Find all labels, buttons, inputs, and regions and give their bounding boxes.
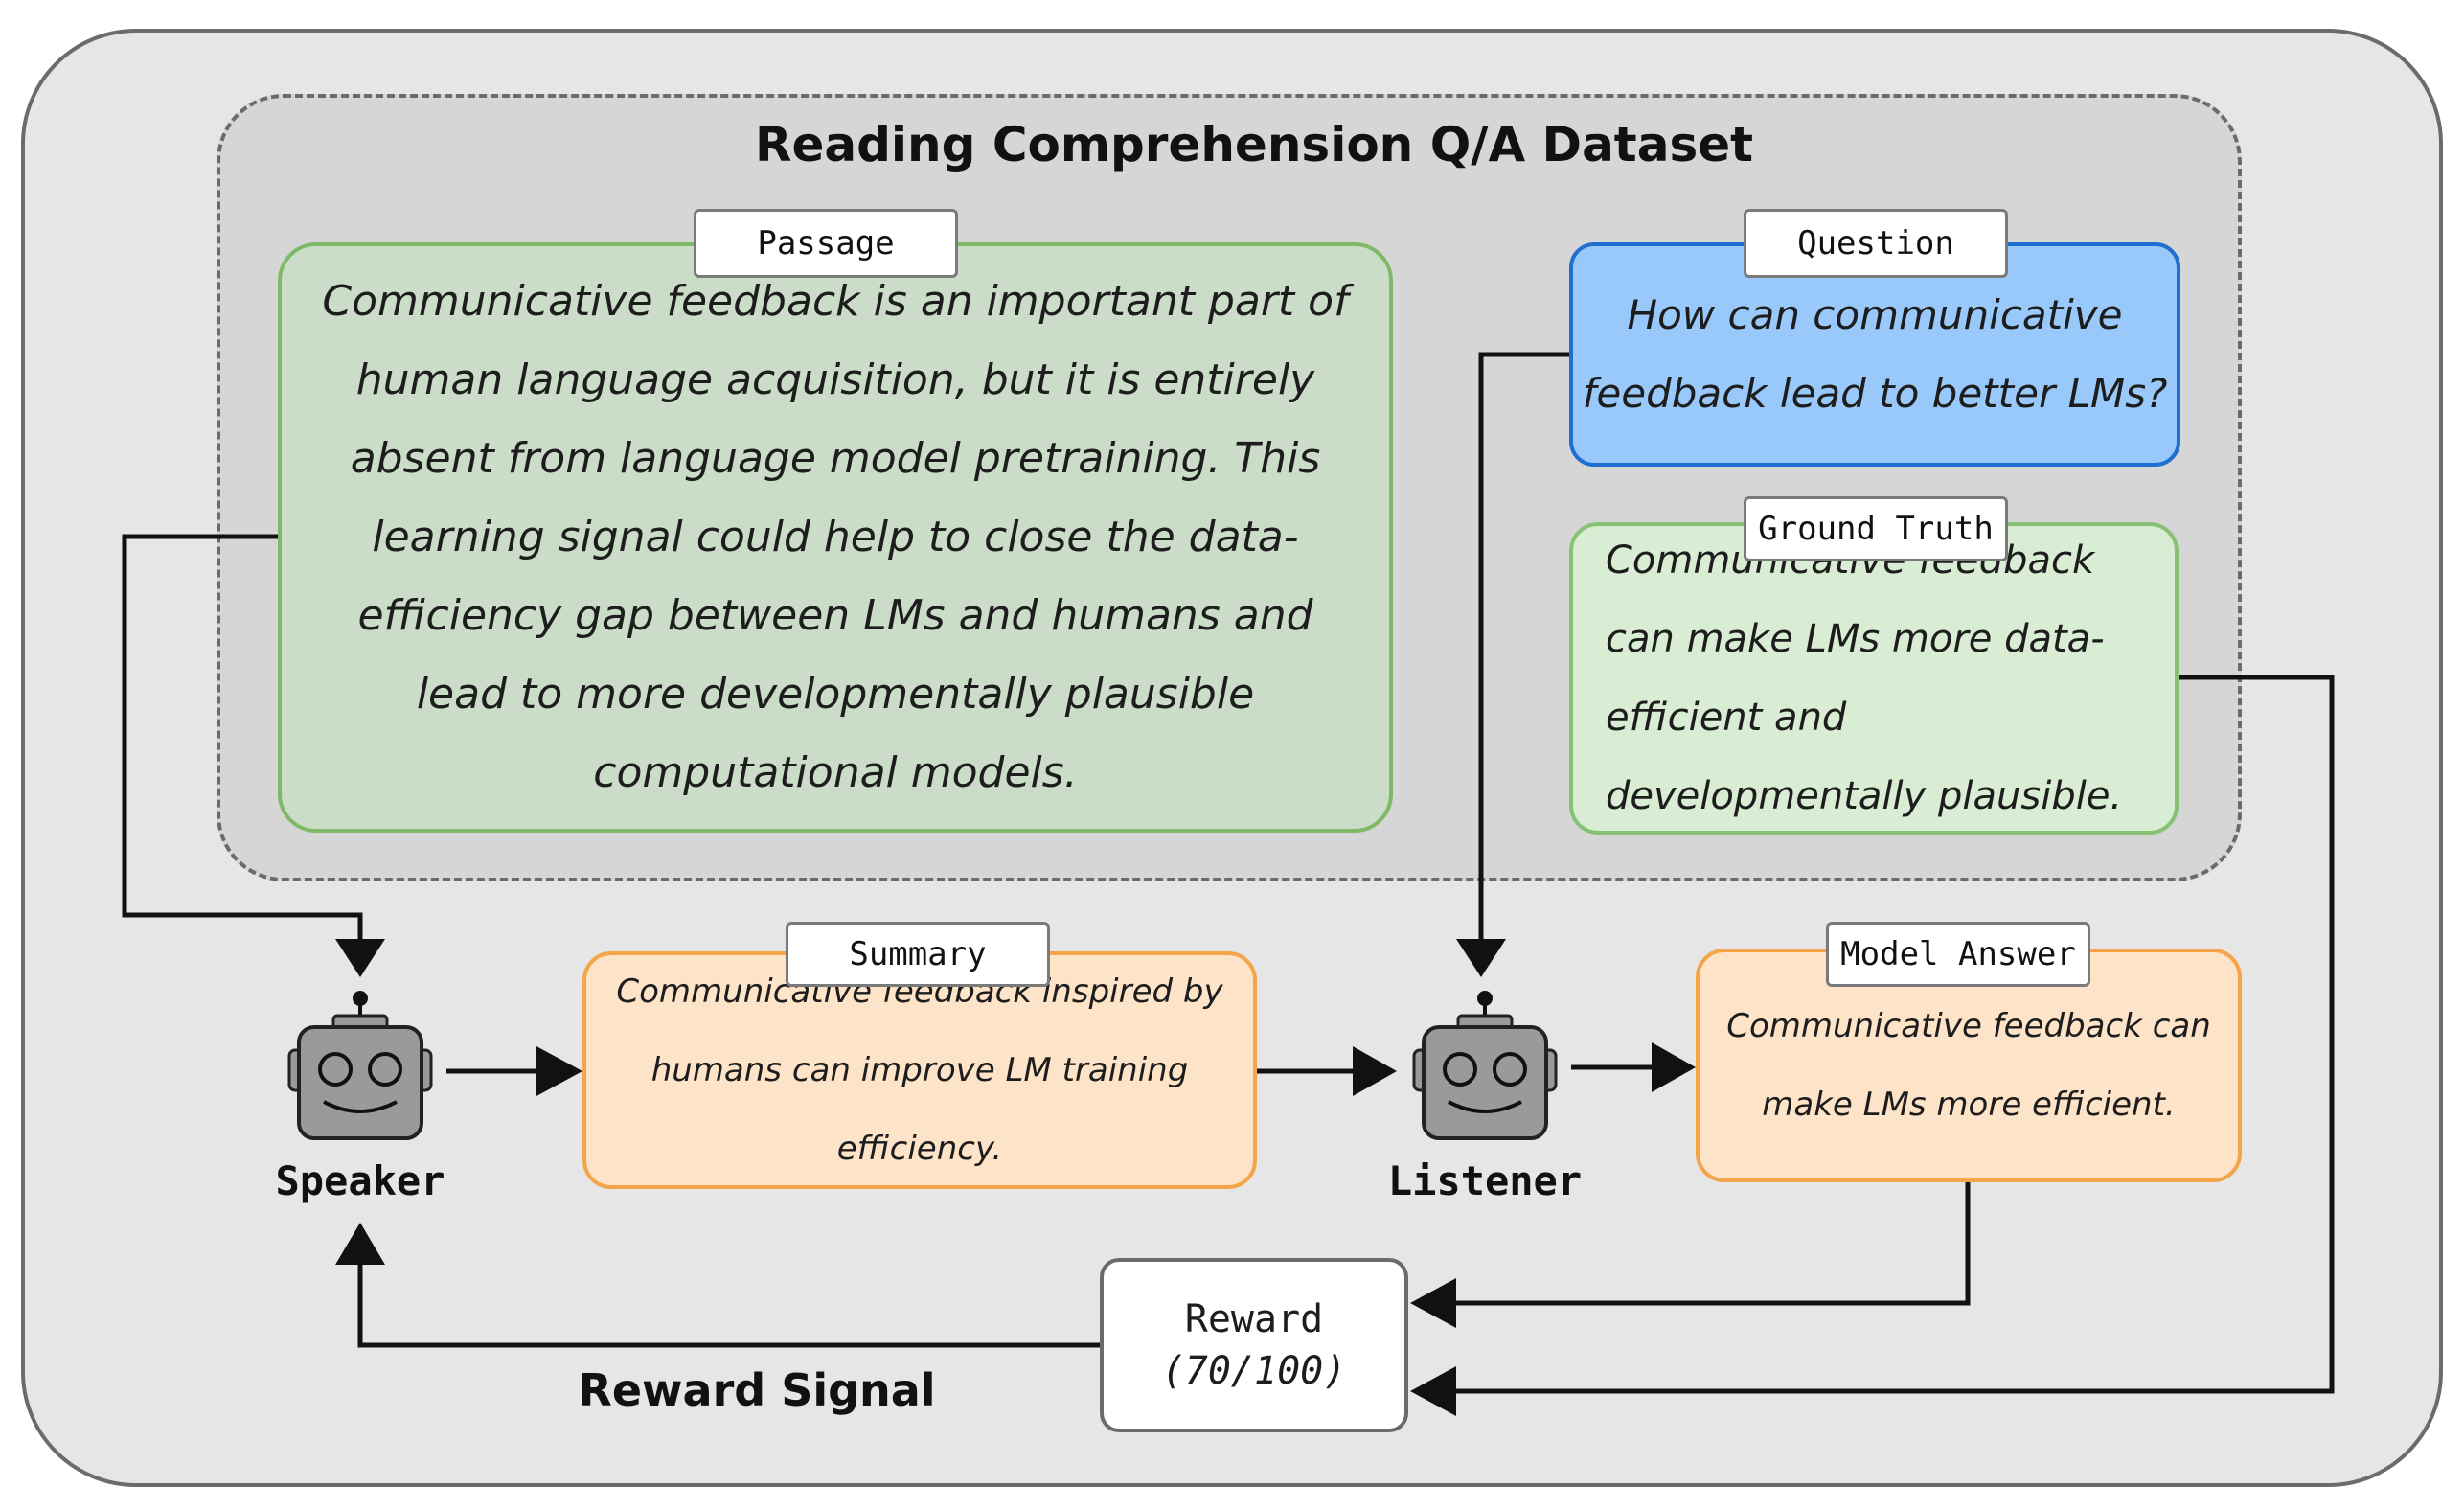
reward-score: (70/100) xyxy=(1161,1349,1347,1393)
reward-label: Reward xyxy=(1184,1297,1324,1341)
robot-icon xyxy=(287,991,433,1140)
reward-box: Reward (70/100) xyxy=(1100,1258,1408,1432)
listener-label: Listener xyxy=(1387,1157,1583,1204)
ground-truth-box: Communicative feedback can make LMs more… xyxy=(1569,522,2179,835)
arrowhead-reward-top xyxy=(1410,1278,1456,1328)
passage-tag: Passage xyxy=(694,209,958,278)
passage-to-speaker-line xyxy=(122,534,363,944)
passage-box: Communicative feedback is an important p… xyxy=(278,242,1393,833)
arrowhead-answer-in xyxy=(1652,1042,1696,1092)
arrowhead-listener-from-summary xyxy=(1353,1046,1397,1096)
arrowhead-speaker-in xyxy=(335,939,385,977)
ground-truth-tag: Ground Truth xyxy=(1744,496,2008,561)
reward-signal-line xyxy=(357,1263,1100,1348)
question-box: How can communicative feedback lead to b… xyxy=(1569,242,2180,467)
groundtruth-to-reward-line xyxy=(1447,675,2335,1394)
question-tag: Question xyxy=(1744,209,2008,278)
question-to-listener-line xyxy=(1478,352,1569,944)
summary-tag: Summary xyxy=(786,922,1050,987)
arrowhead-reward-bottom xyxy=(1410,1366,1456,1416)
answer-to-reward-line xyxy=(1447,1182,1971,1306)
dataset-title: Reading Comprehension Q/A Dataset xyxy=(754,117,1754,172)
summary-box: Communicative feedback inspired by human… xyxy=(582,951,1257,1189)
arrowhead-listener-in xyxy=(1456,939,1506,977)
model-answer-tag: Model Answer xyxy=(1826,922,2090,987)
speaker-label: Speaker xyxy=(275,1157,445,1204)
reward-signal-label: Reward Signal xyxy=(578,1364,936,1416)
model-answer-box: Communicative feedback can make LMs more… xyxy=(1696,949,2242,1182)
arrowhead-speaker-feedback xyxy=(335,1223,385,1265)
robot-icon xyxy=(1412,991,1558,1140)
arrowhead-summary-in xyxy=(536,1046,582,1096)
